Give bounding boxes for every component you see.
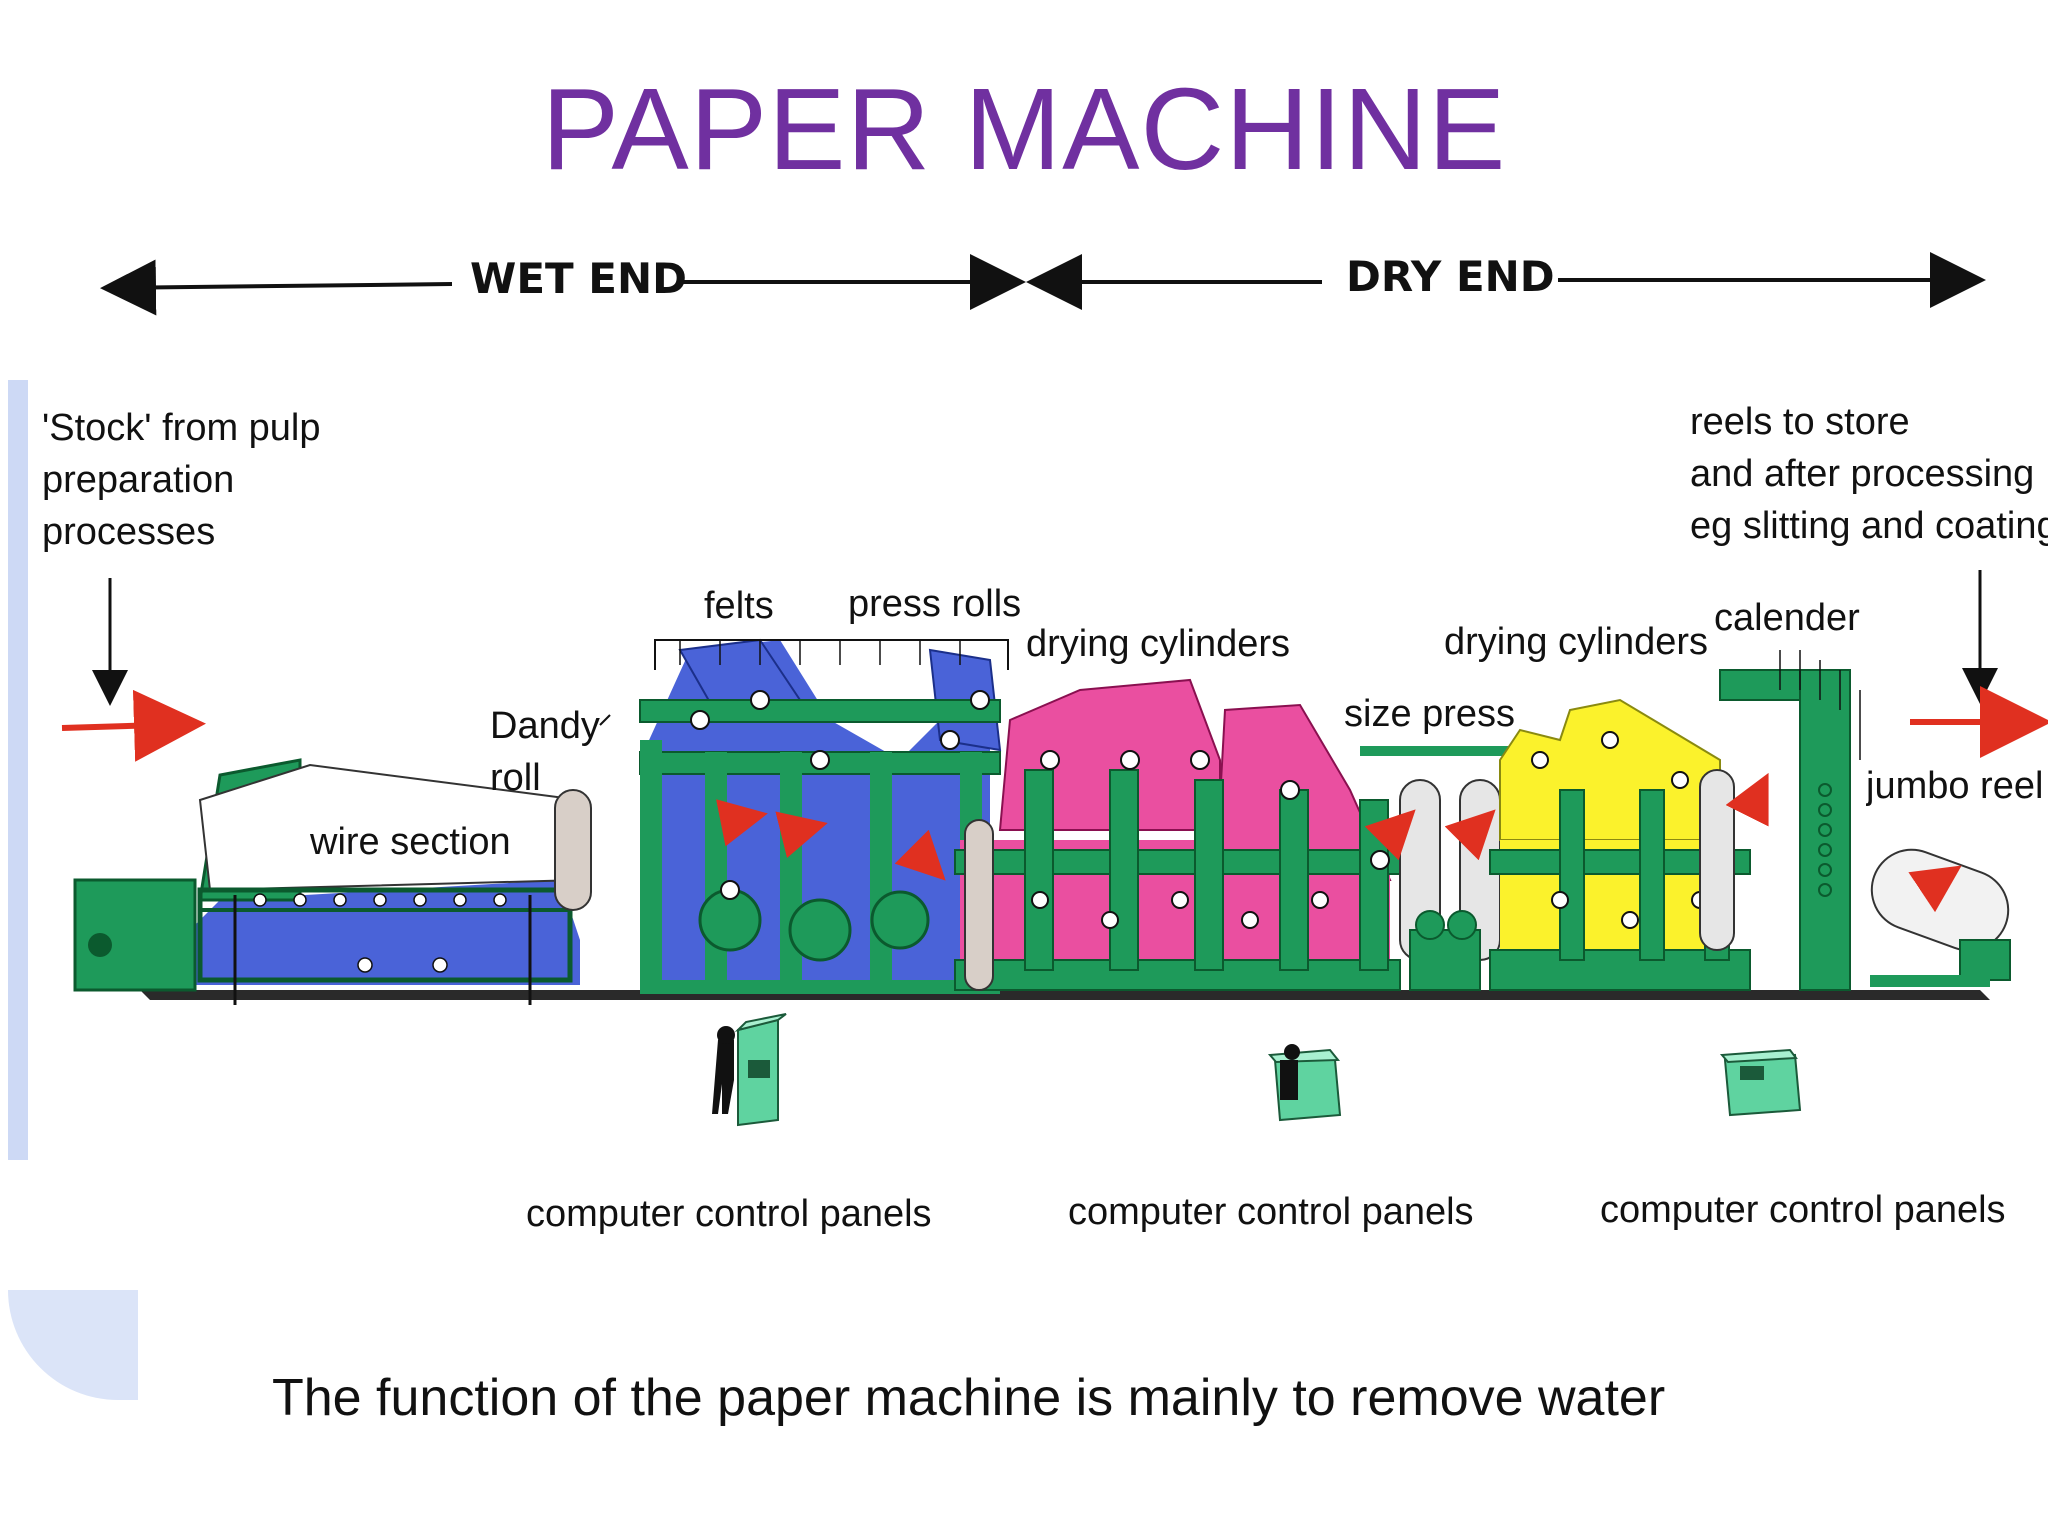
- jumbo-reel: [1870, 848, 2011, 987]
- reels-label-line-1: reels to store: [1690, 401, 1910, 443]
- reels-label: reels to store and after processing eg s…: [1690, 396, 2048, 552]
- control-panels-label-1: computer control panels: [526, 1193, 932, 1235]
- size-press-label: size press: [1344, 693, 1516, 735]
- dandy-leader: [599, 714, 611, 726]
- control-panels-label-2: computer control panels: [1068, 1191, 1474, 1233]
- left-accent-bar: [8, 380, 28, 1160]
- reels-label-line-2: and after processing: [1690, 453, 2035, 495]
- press-section: [639, 638, 1009, 994]
- flow-arrows: [716, 772, 1962, 913]
- dandy-roll-label: Dandy roll: [490, 700, 600, 804]
- felts-label: felts: [704, 585, 774, 627]
- jumbo-reel-label: jumbo reel: [1866, 765, 2044, 807]
- wet-end-arrow: [100, 254, 1026, 316]
- floor-shadow: [140, 990, 1990, 1000]
- stock-label-line-1: 'Stock' from pulp: [42, 407, 321, 449]
- control-panel-1: [712, 1013, 787, 1127]
- stock-flow-arrow: [61, 689, 206, 762]
- stock-label-line-2: preparation: [42, 459, 235, 501]
- calender: [1719, 650, 1861, 991]
- dry-end-label: DRY END: [1346, 252, 1555, 301]
- wire-section: [73, 758, 592, 1005]
- dandy-roll: [554, 789, 592, 911]
- calender-label: calender: [1714, 597, 1860, 639]
- stock-label-line-3: processes: [42, 511, 216, 553]
- reels-label-line-3: eg slitting and coating: [1690, 505, 2048, 547]
- stock-label: 'Stock' from pulp preparation processes: [42, 402, 321, 558]
- control-panel-3: [1719, 1048, 1802, 1117]
- dry-end-arrow: [1026, 252, 1986, 310]
- wet-end-label: WET END: [470, 254, 687, 303]
- slide-caption: The function of the paper machine is mai…: [272, 1369, 1666, 1427]
- drying-cylinders-yellow: [1489, 698, 1751, 991]
- drying-cylinders-pink: [954, 678, 1401, 991]
- wire-section-label: wire section: [310, 821, 511, 863]
- dandy-roll-line-1: Dandy: [490, 705, 600, 747]
- press-rolls-label: press rolls: [848, 583, 1022, 625]
- control-panel-2: [1267, 1044, 1342, 1122]
- drying-cylinders-label-1: drying cylinders: [1026, 623, 1290, 665]
- dandy-roll-line-2: roll: [490, 757, 541, 799]
- drying-cylinders-label-2: drying cylinders: [1444, 621, 1708, 663]
- slide-title: PAPER MACHINE: [541, 64, 1507, 194]
- control-panels-label-3: computer control panels: [1600, 1189, 2006, 1231]
